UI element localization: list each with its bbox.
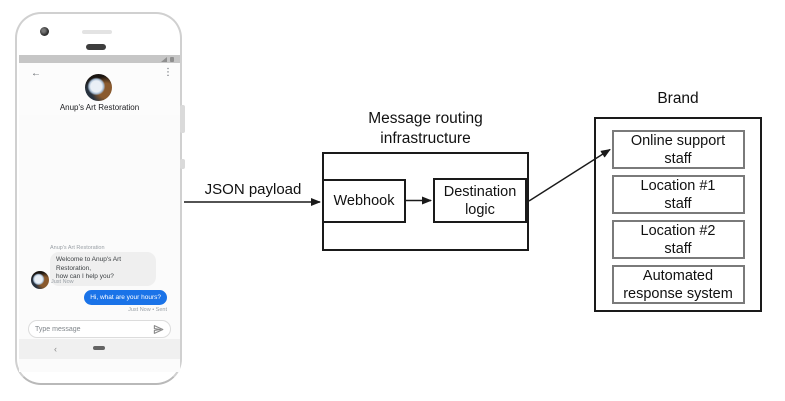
phone-screen: ← ⋮ Anup's Art Restoration Anup's Art Re… [19, 55, 180, 372]
brand-box: Online support staff Location #1 staff L… [594, 117, 762, 312]
phone-frame: ← ⋮ Anup's Art Restoration Anup's Art Re… [15, 12, 185, 385]
power-button [180, 159, 185, 169]
webhook-node: Webhook [322, 179, 406, 223]
chat-title: Anup's Art Restoration [59, 103, 140, 112]
brand-target-location-2: Location #2 staff [611, 220, 745, 259]
message-avatar [31, 271, 49, 289]
volume-button [180, 105, 185, 133]
brand-target-automated-response: Automated response system [611, 265, 745, 304]
message-sender-label: Anup's Art Restoration [50, 245, 105, 251]
brand-target-online-support: Online support staff [611, 130, 745, 169]
json-payload-label: JSON payload [204, 181, 302, 198]
nav-back-icon[interactable]: ‹ [54, 344, 57, 354]
outgoing-timestamp: Just Now • Sent [128, 307, 167, 313]
brand-box-title: Brand [657, 90, 699, 107]
incoming-message-bubble: Welcome to Anup's Art Restoration, how c… [50, 252, 156, 286]
brand-target-location-1: Location #1 staff [611, 175, 745, 214]
back-arrow-icon[interactable]: ← [31, 68, 41, 79]
message-composer[interactable] [28, 320, 171, 338]
android-nav-bar: ‹ [19, 339, 180, 359]
outgoing-message-bubble: Hi, what are your hours? [84, 290, 167, 305]
send-icon[interactable] [153, 324, 164, 335]
incoming-timestamp: Just Now [51, 279, 74, 285]
overflow-menu-icon[interactable]: ⋮ [163, 67, 173, 78]
message-input[interactable] [35, 325, 153, 333]
nav-home-icon[interactable] [93, 346, 105, 350]
earpiece-speaker-icon [82, 30, 112, 34]
status-bar [19, 55, 180, 63]
chat-header: ← ⋮ Anup's Art Restoration [19, 63, 180, 115]
brand-avatar [85, 74, 112, 101]
destination-logic-node: Destination logic [433, 178, 527, 223]
routing-box-title: Message routing infrastructure [368, 110, 483, 147]
front-camera-icon [40, 27, 49, 36]
signal-icon [161, 56, 167, 62]
speaker-notch-icon [86, 44, 106, 50]
battery-icon [170, 56, 174, 62]
